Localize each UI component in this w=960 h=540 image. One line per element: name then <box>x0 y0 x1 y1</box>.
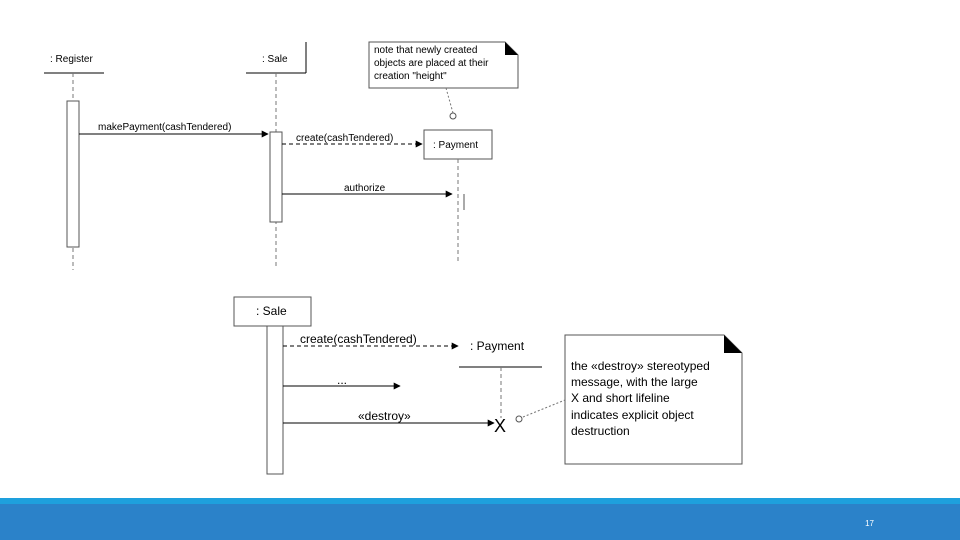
destroy-label: «destroy» <box>358 409 411 423</box>
register-lifeline-header: : Register <box>44 54 104 74</box>
ellipsis-label: ... <box>337 373 347 387</box>
note-1-line-1: note that newly created <box>374 45 477 56</box>
note-1-anchor <box>449 112 457 120</box>
note-1-line-2: objects are placed at their <box>374 58 489 69</box>
note-1: note that newly created objects are plac… <box>368 41 519 89</box>
page-number: 17 <box>865 519 874 528</box>
sale-activation-bar <box>269 131 283 223</box>
make-payment-label: makePayment(cashTendered) <box>98 122 231 133</box>
sale-label-2: : Sale <box>256 304 287 318</box>
svg-text:the «destroy» stereotyped: the «destroy» stereotyped message, with … <box>571 359 713 438</box>
footer-stripe <box>0 498 960 504</box>
payment-label: : Payment <box>433 140 478 151</box>
footer-bar: 17 <box>0 498 960 540</box>
create-label-2: create(cashTendered) <box>300 332 417 346</box>
note-2: the «destroy» stereotyped message, with … <box>564 334 743 465</box>
register-activation-bar <box>66 100 80 248</box>
authorize-label: authorize <box>344 183 386 194</box>
svg-text:note that newly created: note that newly created objects are plac… <box>374 45 491 82</box>
note-2-line-4: indicates explicit object <box>571 408 694 422</box>
note-2-line-5: destruction <box>571 424 630 438</box>
sale-activation-bar-2 <box>266 325 284 475</box>
sale-lifeline-header: : Sale <box>246 42 307 74</box>
note-1-connector <box>445 87 454 114</box>
register-label: : Register <box>50 54 93 65</box>
sale-label: : Sale <box>262 54 288 65</box>
sequence-diagrams: : Register : Sale makePayment(cashTender… <box>44 41 743 475</box>
create-label: create(cashTendered) <box>296 133 393 144</box>
note-2-line-3: X and short lifeline <box>571 391 670 405</box>
note-2-line-2: message, with the large <box>571 375 698 389</box>
note-2-connector <box>522 399 566 418</box>
payment-label-2: : Payment <box>470 339 525 353</box>
note-2-line-1: the «destroy» stereotyped <box>571 359 710 373</box>
note-1-line-3: creation "height" <box>374 71 447 82</box>
destroy-x-mark: X <box>494 416 506 436</box>
note-2-anchor <box>515 415 523 423</box>
